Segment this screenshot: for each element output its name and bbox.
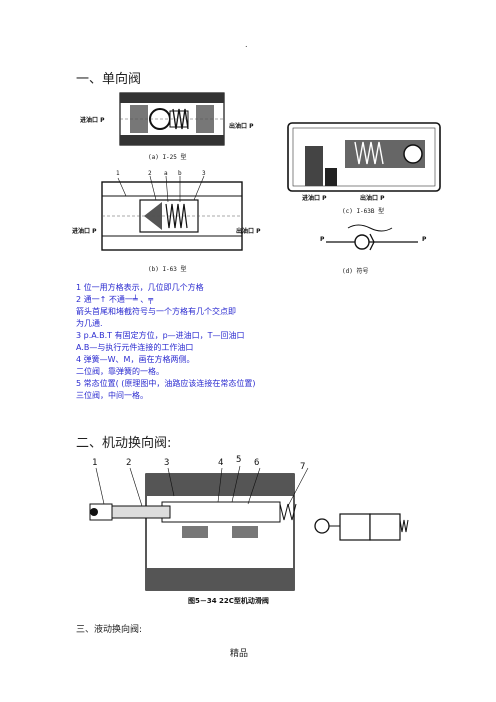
fig-b-inlet-label: 进油口 P [72, 228, 97, 235]
fig534-callout-4: 4 [218, 458, 224, 468]
fig534-callout-6: 6 [254, 458, 260, 468]
fig-b-callout-2: 2 [148, 170, 152, 177]
fig534-callout-2: 2 [126, 458, 132, 468]
fig-c-caption: (c) I-63B 型 [342, 208, 385, 215]
fig-c-outlet-label: 出油口 P [360, 195, 385, 202]
note-line: 三位阀，中间一格。 [76, 391, 148, 400]
note-line: 4 弹簧—W、M，画在方格两侧。 [76, 355, 195, 364]
fig-d-p2-label: P [422, 236, 427, 243]
page-marker: . [245, 40, 248, 49]
note-line: 5 常态位置( (原理图中，油路应该连接在常态位置) [76, 379, 256, 388]
figure-b-check-valve [101, 175, 243, 251]
section2-title: 二、机动换向阀: [76, 436, 172, 451]
fig-b-caption: (b) I-63 型 [148, 266, 187, 273]
figure-534-mechanical-valve [89, 465, 409, 591]
fig-a-inlet-label: 进油口 P [80, 117, 105, 124]
note-line: A.B—与执行元件连接的工作油口 [76, 343, 194, 352]
fig-b-callout-1: 1 [116, 170, 120, 177]
note-line: 为几通. [76, 319, 103, 328]
fig-b-outlet-label: 出油口 P [236, 228, 261, 235]
fig534-callout-3: 3 [164, 458, 170, 468]
fig-d-caption: (d) 符号 [342, 268, 369, 275]
footer-label: 精品 [230, 649, 249, 659]
note-line: 箭头首尾和堵截符号与一个方格有几个交点即 [76, 307, 236, 316]
notes-list: 1 位一用方格表示，几位即几个方格 2 通一↑ 不通一╧ 、╤ 箭头首尾和堵截符… [76, 282, 256, 402]
figure-a-check-valve [119, 92, 225, 146]
fig-a-outlet-label: 出油口 P [229, 123, 254, 130]
figure-d-check-valve-symbol [326, 224, 418, 251]
section3-title: 三、液动换向阀: [76, 625, 143, 635]
fig534-caption: 图5－34 22C型机动滑阀 [188, 597, 269, 605]
note-line: 3 p.A.B.T 有固定方位，p—进油口，T—回油口 [76, 331, 245, 340]
fig534-callout-1: 1 [92, 458, 98, 468]
fig534-callout-7: 7 [300, 462, 306, 472]
fig-b-callout-a: a [164, 170, 168, 177]
fig-b-callout-b: b [178, 170, 182, 177]
note-line: 1 位一用方格表示，几位即几个方格 [76, 283, 204, 292]
section1-title: 一、单向阀 [76, 72, 142, 87]
fig-c-inlet-label: 进油口 P [302, 195, 327, 202]
fig534-callout-5: 5 [236, 455, 242, 465]
fig-b-callout-3: 3 [202, 170, 206, 177]
note-line: 2 通一↑ 不通一╧ 、╤ [76, 295, 154, 304]
note-line: 二位阀，靠弹簧的一格。 [76, 367, 164, 376]
fig-a-caption: (a) I-25 型 [148, 154, 187, 161]
figure-c-check-valve [287, 122, 441, 192]
fig-d-p1-label: P [320, 236, 325, 243]
